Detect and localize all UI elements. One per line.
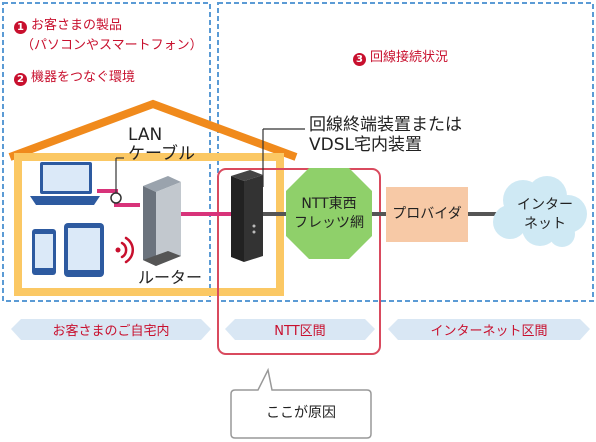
router-label: ルーター — [138, 268, 203, 287]
zone-ntt-label: NTT区間 — [274, 324, 326, 339]
zone-home-ribbon — [11, 319, 211, 340]
internet-label-line2: ネット — [524, 216, 566, 232]
onu-icon — [231, 170, 263, 262]
wifi-signal-icon — [115, 236, 135, 264]
ntt-network-label-line2: フレッツ網 — [294, 215, 364, 231]
ntt-network-octagon — [286, 168, 372, 259]
zone-internet-label: インターネット区間 — [430, 324, 548, 339]
legend-number-3: 3 — [353, 53, 366, 66]
internet-cloud — [493, 176, 587, 247]
zone-home-label: お客さまのご自宅内 — [52, 324, 170, 339]
smartphone-icon — [32, 229, 56, 275]
house-roof — [8, 99, 298, 161]
lan-cable-label-line2: ケーブル — [128, 144, 195, 164]
provider-label: プロバイダ — [392, 206, 462, 222]
ntt-highlight-box — [217, 168, 381, 355]
legend-number-1: 1 — [14, 21, 27, 34]
legend-number-2: 2 — [14, 73, 27, 86]
legend-item-line-status: 3 回線接続状況 — [353, 51, 448, 66]
lan-cable-label-line1: LAN — [128, 125, 163, 145]
laptop-icon — [30, 162, 100, 205]
callout-box — [230, 367, 372, 439]
legend-line-status-label: 回線接続状況 — [370, 50, 449, 65]
legend-products-detail: （パソコンやスマートフォン） — [21, 38, 203, 53]
legend-products-label: お客さまの製品 — [31, 18, 123, 33]
zone-internet-ribbon — [388, 319, 590, 340]
tablet-icon — [64, 223, 104, 277]
house-body — [14, 153, 284, 296]
callout-text: ここが原因 — [266, 405, 336, 421]
internet-label-line1: インター — [517, 197, 573, 213]
line-section-frame — [217, 2, 594, 302]
provider-box — [386, 187, 468, 242]
lan-cable-marker — [110, 192, 122, 204]
onu-label-line1: 回線終端装置または — [309, 115, 462, 135]
home-section-frame — [2, 2, 211, 302]
legend-environment-label: 機器をつなぐ環境 — [31, 70, 136, 85]
legend-item-products: 1 お客さまの製品 — [14, 19, 122, 34]
router-icon — [143, 176, 181, 266]
legend-item-environment: 2 機器をつなぐ環境 — [14, 71, 135, 86]
onu-label-line2: VDSL宅内装置 — [309, 135, 422, 155]
ntt-network-label-line1: NTT東西 — [301, 196, 357, 212]
zone-ntt-ribbon — [225, 319, 375, 340]
